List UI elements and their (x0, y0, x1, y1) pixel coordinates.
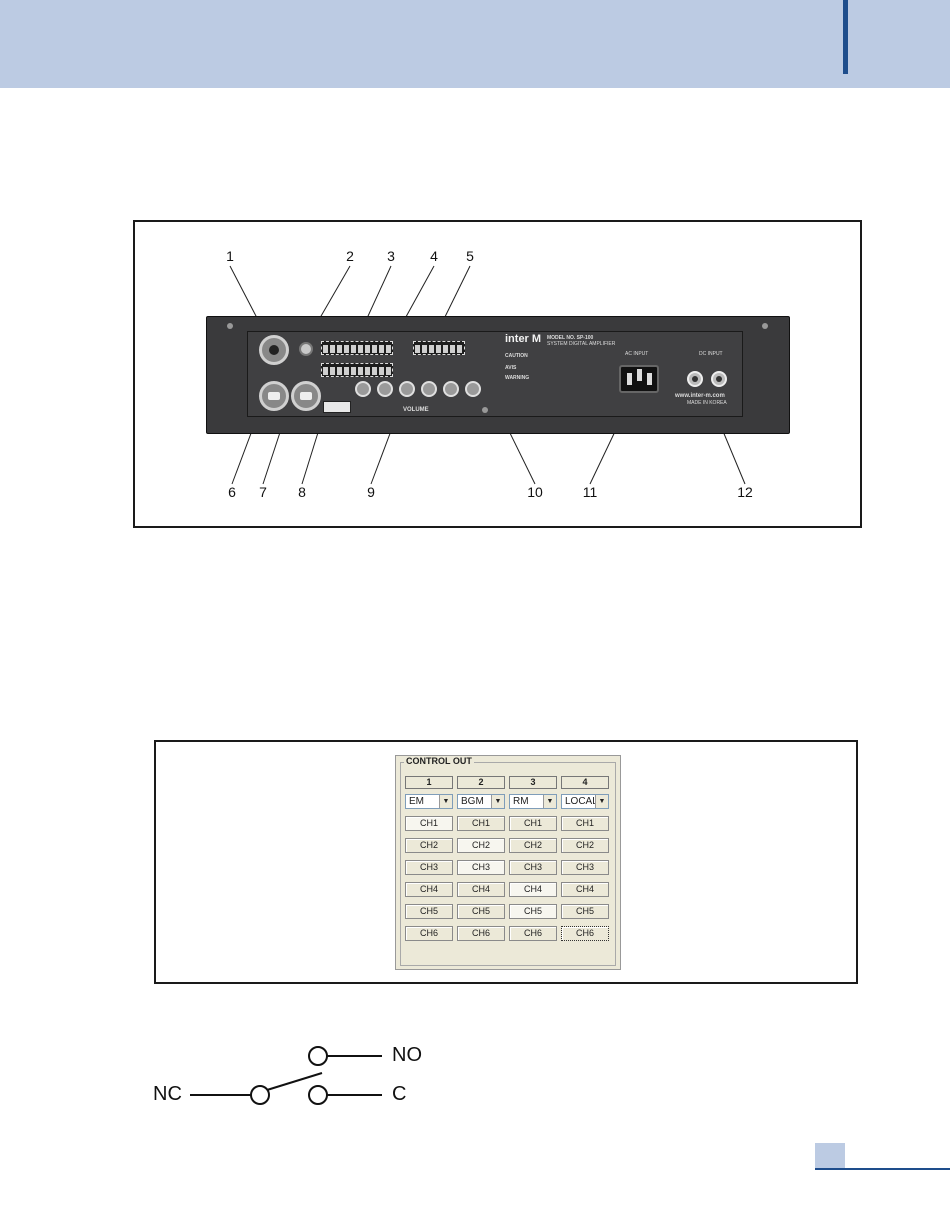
channel-button[interactable]: CH6 (405, 926, 453, 941)
channel-button[interactable]: CH1 (457, 816, 505, 831)
screw-icon (482, 407, 488, 413)
chevron-down-icon[interactable]: ▼ (491, 795, 504, 808)
channel-button[interactable]: CH1 (561, 816, 609, 831)
warning-label: WARNING (505, 375, 530, 381)
channel-button[interactable]: CH6 (509, 926, 557, 941)
channel-button[interactable]: CH1 (509, 816, 557, 831)
control-out-terminal[interactable] (413, 341, 465, 355)
volume-knob-ch6[interactable] (465, 381, 481, 397)
dc-input-terminal-positive[interactable] (711, 371, 727, 387)
caution-label: CAUTION (505, 353, 528, 359)
control-out-figure: CONTROL OUT 1 EM▼ CH1 CH2 CH3 CH4 CH5 CH… (154, 740, 858, 984)
column-number: 3 (509, 776, 557, 789)
volume-knob-ch5[interactable] (443, 381, 459, 397)
ac-power-inlet[interactable] (619, 365, 659, 393)
control-out-groupbox (400, 762, 616, 966)
origin: MADE IN KOREA (687, 400, 727, 406)
column-number: 4 (561, 776, 609, 789)
channel-button[interactable]: CH5 (405, 904, 453, 919)
terminal-block-lower[interactable] (321, 363, 393, 377)
channel-button[interactable]: CH3 (509, 860, 557, 875)
volume-knob-ch1[interactable] (355, 381, 371, 397)
chevron-down-icon[interactable]: ▼ (543, 795, 556, 808)
screw-icon (227, 323, 233, 329)
control-out-column-1: 1 EM▼ CH1 CH2 CH3 CH4 CH5 CH6 (405, 776, 453, 941)
callout-6: 6 (228, 484, 236, 500)
relay-no-label: NO (392, 1044, 422, 1066)
chevron-down-icon[interactable]: ▼ (595, 795, 608, 808)
mode-select[interactable]: LOCAL▼ (561, 794, 609, 809)
dc-input-terminal-negative[interactable] (687, 371, 703, 387)
volume-knob-ch3[interactable] (399, 381, 415, 397)
brand-logo: inter M (505, 333, 542, 345)
callout-9: 9 (367, 484, 375, 500)
channel-button[interactable]: CH1 (405, 816, 453, 831)
mode-select[interactable]: EM▼ (405, 794, 453, 809)
mode-select[interactable]: RM▼ (509, 794, 557, 809)
header-rule (843, 0, 848, 74)
channel-button[interactable]: CH5 (457, 904, 505, 919)
column-number: 2 (457, 776, 505, 789)
control-out-column-4: 4 LOCAL▼ CH1 CH2 CH3 CH4 CH5 CH6 (561, 776, 609, 941)
header-band (0, 0, 950, 88)
relay-nc-label: NC (153, 1083, 182, 1105)
screw-icon (762, 323, 768, 329)
control-out-column-2: 2 BGM▼ CH1 CH2 CH3 CH4 CH5 CH6 (457, 776, 505, 941)
amplifier-rear-panel: VOLUME inter M MODEL NO. SP-100 SYSTEM D… (206, 316, 790, 434)
relay-switch-symbol (190, 1046, 382, 1105)
callout-5: 5 (466, 248, 474, 264)
channel-button[interactable]: CH4 (561, 882, 609, 897)
callout-10: 10 (527, 484, 543, 500)
control-out-column-3: 3 RM▼ CH1 CH2 CH3 CH4 CH5 CH6 (509, 776, 557, 941)
channel-button[interactable]: CH2 (457, 838, 505, 853)
relay-contact-diagram: NO NC C (150, 1040, 450, 1115)
terminal-block-upper[interactable] (321, 341, 393, 355)
control-out-dialog: CONTROL OUT 1 EM▼ CH1 CH2 CH3 CH4 CH5 CH… (395, 755, 621, 970)
chevron-down-icon[interactable]: ▼ (439, 795, 452, 808)
callout-11: 11 (582, 484, 598, 500)
channel-button[interactable]: CH2 (509, 838, 557, 853)
ac-input-label: AC INPUT (625, 351, 649, 357)
avis-label: AVIS (505, 365, 517, 371)
callout-12: 12 (737, 484, 753, 500)
speakon-output-1[interactable] (259, 381, 289, 411)
trim-knob[interactable] (299, 342, 313, 356)
volume-label: VOLUME (403, 407, 429, 413)
channel-button[interactable]: CH5 (561, 904, 609, 919)
speakon-output-2[interactable] (291, 381, 321, 411)
callout-1: 1 (226, 248, 234, 264)
mode-select[interactable]: BGM▼ (457, 794, 505, 809)
volume-knob-ch4[interactable] (421, 381, 437, 397)
channel-button[interactable]: CH6 (457, 926, 505, 941)
callout-7: 7 (259, 484, 267, 500)
channel-button[interactable]: CH6 (561, 926, 609, 941)
channel-button[interactable]: CH2 (405, 838, 453, 853)
channel-button[interactable]: CH3 (561, 860, 609, 875)
channel-button[interactable]: CH3 (457, 860, 505, 875)
volume-knob-ch2[interactable] (377, 381, 393, 397)
dc-input-label: DC INPUT (699, 351, 723, 357)
channel-button[interactable]: CH4 (457, 882, 505, 897)
callout-3: 3 (387, 248, 395, 264)
rear-panel-figure: 1 2 3 4 5 6 7 8 9 10 11 12 (133, 220, 862, 528)
control-out-title: CONTROL OUT (404, 756, 474, 766)
column-number: 1 (405, 776, 453, 789)
channel-button[interactable]: CH2 (561, 838, 609, 853)
channel-button[interactable]: CH4 (405, 882, 453, 897)
page-number-box (815, 1143, 845, 1168)
mic-input-xlr-combo-jack[interactable] (259, 335, 289, 365)
footer-rule (815, 1168, 950, 1170)
model-number: MODEL NO. SP-100 (547, 335, 594, 341)
callout-4: 4 (430, 248, 438, 264)
model-subtitle: SYSTEM DIGITAL AMPLIFIER (547, 341, 616, 347)
relay-c-label: C (392, 1083, 407, 1105)
channel-button[interactable]: CH5 (509, 904, 557, 919)
dip-switch[interactable] (323, 401, 351, 413)
channel-button[interactable]: CH4 (509, 882, 557, 897)
channel-button[interactable]: CH3 (405, 860, 453, 875)
callout-2: 2 (346, 248, 354, 264)
callout-8: 8 (298, 484, 306, 500)
website: www.inter-m.com (675, 393, 725, 399)
